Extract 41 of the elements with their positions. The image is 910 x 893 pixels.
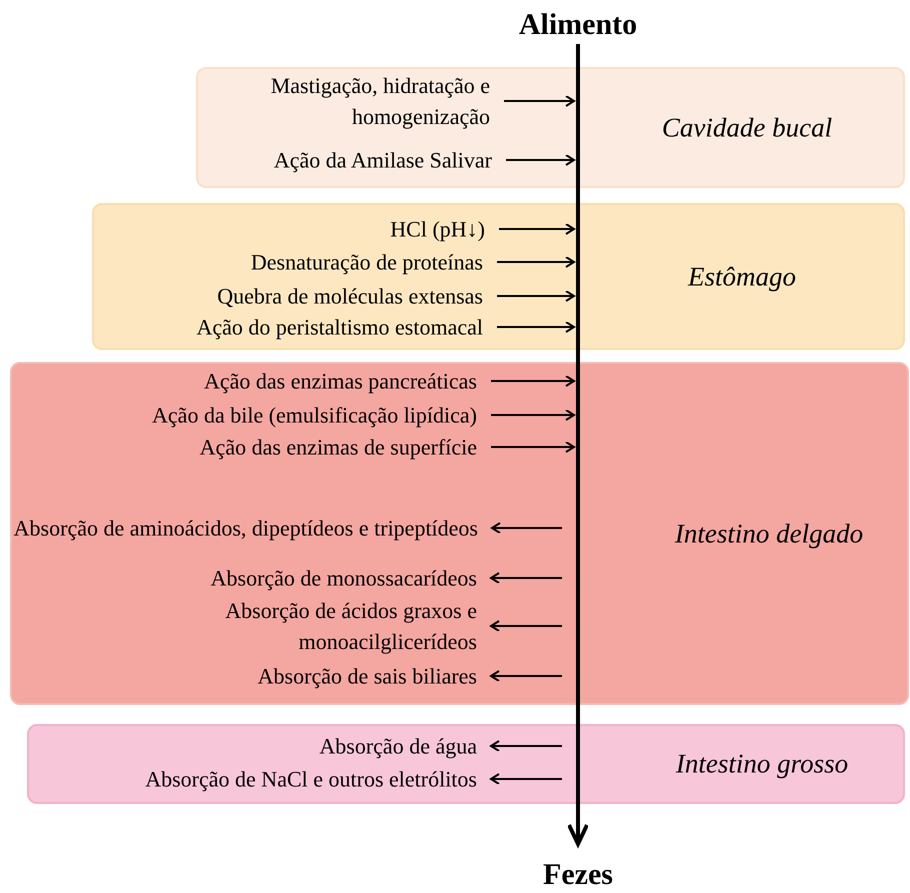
- process-text: Absorção de sais biliares: [258, 660, 477, 692]
- arrow: [491, 375, 575, 387]
- process-text: Absorção de aminoácidos, dipeptídeos e tripeptídeos: [8, 512, 478, 544]
- process-text: Desnaturação de proteínas: [250, 246, 483, 278]
- flow-arrow: [567, 44, 589, 846]
- process-text: Ação do peristaltismo estomacal: [196, 312, 483, 342]
- arrow: [490, 620, 562, 632]
- process-text: Ação das enzimas de superfície: [200, 432, 477, 462]
- arrow: [497, 290, 575, 302]
- process-text: HCl (pH↓): [390, 214, 485, 244]
- arrow: [490, 572, 562, 584]
- process-text: Ação da Amilase Salivar: [274, 144, 492, 176]
- start-label: Alimento: [518, 8, 638, 42]
- organ-band: [10, 362, 909, 705]
- process-text: Quebra de moléculas extensas: [217, 280, 483, 312]
- process-text: Ação das enzimas pancreáticas: [204, 366, 477, 396]
- process-text: Absorção de NaCl e outros eletrólitos: [145, 764, 477, 794]
- process-text: Absorção de ácidos graxos e monoacilglicerídeos: [142, 595, 477, 657]
- arrow: [499, 223, 575, 235]
- organ-label: Estômago: [688, 261, 796, 292]
- arrow: [497, 256, 575, 268]
- end-label: Fezes: [543, 858, 613, 892]
- arrow: [491, 409, 575, 421]
- organ-band: [196, 67, 905, 188]
- arrow: [504, 95, 575, 107]
- organ-band: [27, 724, 905, 804]
- organ-label: Cavidade bucal: [662, 112, 832, 143]
- arrow: [506, 154, 575, 166]
- arrow: [491, 441, 575, 453]
- arrow: [491, 522, 562, 534]
- process-text: Ação da bile (emulsificação lipídica): [152, 400, 477, 430]
- process-text: Mastigação, hidratação e homogenização: [218, 70, 490, 132]
- process-text: Absorção de monossacarídeos: [210, 562, 477, 594]
- arrow: [497, 321, 575, 333]
- arrow: [490, 670, 562, 682]
- organ-label: Intestino delgado: [674, 518, 864, 549]
- organ-band: [92, 203, 905, 350]
- organ-label: Intestino grosso: [676, 748, 848, 780]
- arrow: [490, 740, 562, 752]
- process-text: Absorção de água: [319, 730, 477, 762]
- arrow: [490, 773, 562, 785]
